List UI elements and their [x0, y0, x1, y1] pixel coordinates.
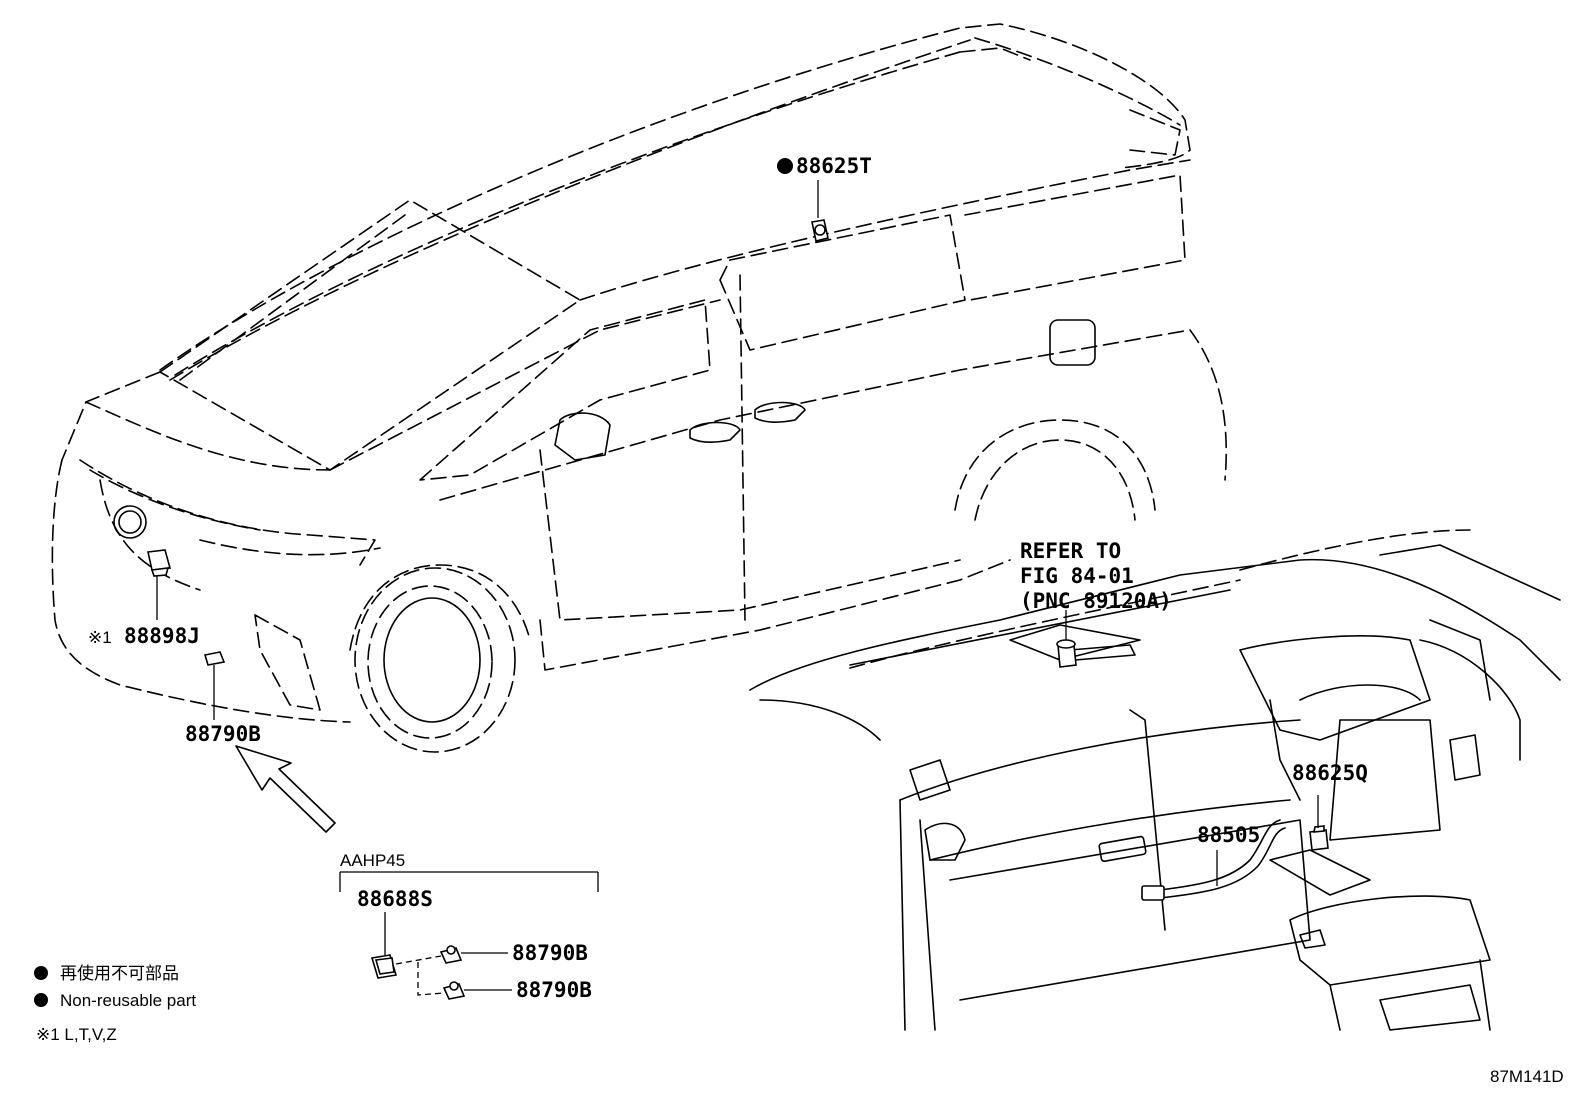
view-direction-arrow-icon [235, 745, 336, 833]
inset-sensor-2-icon [442, 981, 466, 1000]
callout-88625Q: 88625Q [1292, 761, 1368, 785]
callout-88898J-prefix: ※1 [88, 628, 112, 647]
sensor-89120A-icon [1056, 639, 1077, 668]
inset-header: AAHP45 [340, 851, 405, 870]
callout-88625T: 88625T [796, 154, 872, 178]
refer-to-line-3: (PNC 89120A) [1020, 589, 1172, 613]
aahp45-inset [339, 871, 599, 1000]
legend-footnote: ※1 L,T,V,Z [36, 1025, 117, 1044]
sensor-88625Q-icon [1309, 825, 1329, 851]
hose-connector-icon [1141, 885, 1165, 901]
callout-88688S: 88688S [357, 887, 433, 911]
non-reusable-marker-icon [777, 158, 793, 174]
legend-marker-jp-icon [34, 966, 48, 980]
bracket-88688S-icon [370, 954, 398, 979]
sensor-88625T-icon [811, 219, 829, 242]
dashboard-illustration [749, 529, 1561, 1031]
refer-to-line-1: REFER TO [1020, 539, 1121, 563]
legend-non-reusable-jp: 再使用不可部品 [60, 963, 179, 983]
refer-to-line-2: FIG 84-01 [1020, 564, 1134, 588]
inset-sensor-1-icon [439, 945, 463, 964]
legend-marker-en-icon [34, 993, 48, 1007]
legend-non-reusable-en: Non-reusable part [60, 991, 196, 1010]
figure-code: 87M141D [1490, 1067, 1564, 1086]
callout-88505: 88505 [1197, 823, 1260, 847]
van-illustration [51, 23, 1228, 753]
callout-88790B-front: 88790B [185, 722, 261, 746]
callout-inset-88790B-2: 88790B [516, 978, 592, 1002]
callout-88898J: 88898J [124, 624, 200, 648]
callout-inset-88790B-1: 88790B [512, 941, 588, 965]
sensor-88898J-icon [147, 549, 172, 577]
sensor-88790B-icon [203, 651, 226, 666]
